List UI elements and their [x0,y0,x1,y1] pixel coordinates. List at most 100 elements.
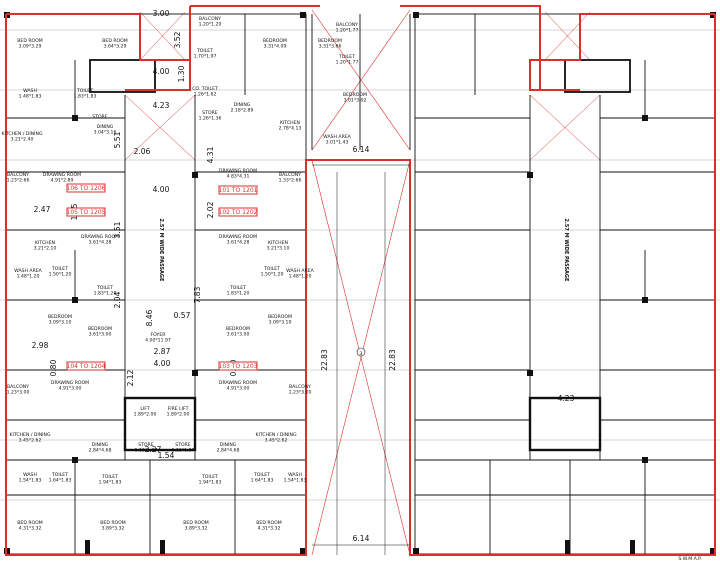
svg-text:104 TO 1204: 104 TO 1204 [67,363,106,370]
dimension-label: 6.14 [353,534,370,543]
dimension-label: 1.54 [158,451,175,460]
dimension-label: 2.06 [134,147,151,156]
dimension-label: 4.23 [558,394,575,403]
dimension-label: 3.51 [113,221,122,238]
dimension-label: 0.80 [49,359,58,376]
svg-text:105 TO 1205: 105 TO 1205 [67,209,106,216]
dimension-label: 4.00 [153,67,170,76]
passage-label-right: 2.57 M WIDE PASSAGE [563,219,569,283]
unit-tag: 102 TO 1202 [218,207,258,217]
dimension-label: 3.00 [153,9,170,18]
svg-text:102 TO 1202: 102 TO 1202 [219,209,258,216]
unit-tag: 103 TO 1203 [218,361,258,371]
svg-text:101 TO 1201: 101 TO 1201 [219,187,258,194]
dimension-label: 4.00 [154,359,171,368]
dimension-label: 22.83 [388,349,397,371]
dimension-label: 6.14 [353,145,370,154]
dimension-label: 3.52 [173,31,182,48]
unit-tag: 105 TO 1205 [66,207,106,217]
unit-tag: 104 TO 1204 [66,361,106,371]
dimension-label: 2.47 [34,205,51,214]
dimension-label: 4.23 [153,101,170,110]
plan-geometry [0,5,720,556]
dimension-label: 0.57 [174,311,191,320]
dimension-label: 4.00 [153,185,170,194]
footnote-text: S.W.M A.P. [678,556,701,562]
center-marker: 3 [360,351,363,357]
dimension-label: 2.27 [145,445,162,454]
dimension-label: 5.51 [113,131,122,148]
dimension-label: 2.12 [126,369,135,386]
svg-text:106 TO 1206: 106 TO 1206 [67,185,106,192]
dimension-label: 1.30 [177,65,186,82]
dimension-label: 8.46 [145,309,154,326]
dimension-label: 2.02 [206,201,215,218]
dimension-label: 4.31 [206,146,215,163]
unit-tag-layer: 106 TO 1206 101 TO 1201 105 TO 1205 102 TO … [66,183,258,371]
dimension-label: 22.83 [320,349,329,371]
svg-text:103 TO 1203: 103 TO 1203 [219,363,258,370]
dimension-label: 2.04 [113,291,122,308]
dimension-label: 2.98 [32,341,49,350]
passage-label-left: 2.57 M WIDE PASSAGE [158,219,164,283]
dimension-label: 2.87 [154,347,171,356]
